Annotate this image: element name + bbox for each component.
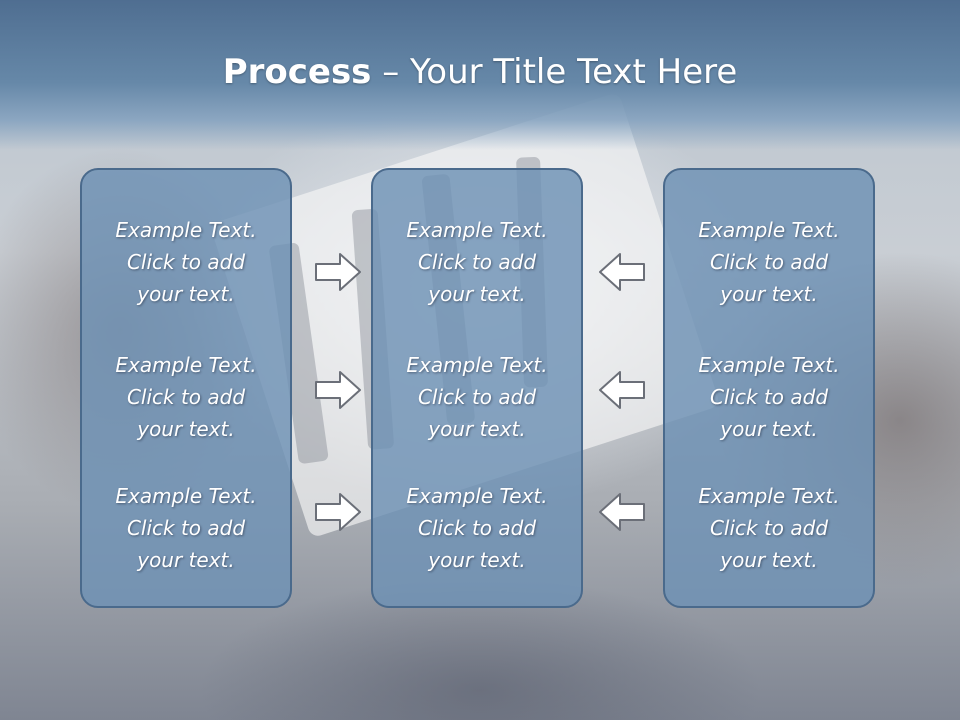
text-line: Click to add	[709, 385, 829, 409]
text-line: Example Text.	[698, 484, 840, 508]
arrow-right-icon	[315, 253, 361, 291]
text-line: Click to add	[417, 250, 537, 274]
text-line: Example Text.	[406, 353, 548, 377]
arrow-right-icon	[315, 371, 361, 409]
text-line: Click to add	[126, 250, 246, 274]
text-item[interactable]: Example Text. Click to add your text.	[665, 480, 873, 576]
text-line: Click to add	[126, 385, 246, 409]
text-line: your text.	[428, 417, 526, 441]
arrow-left-icon	[599, 371, 645, 409]
text-line: your text.	[137, 548, 235, 572]
arrow-right-icon	[315, 493, 361, 531]
title-rest: – Your Title Text Here	[371, 52, 738, 92]
text-line: Example Text.	[698, 218, 840, 242]
text-line: Click to add	[417, 385, 537, 409]
title-band	[0, 0, 960, 150]
slide-title[interactable]: Process – Your Title Text Here	[0, 52, 960, 92]
text-line: your text.	[428, 548, 526, 572]
text-item[interactable]: Example Text. Click to add your text.	[82, 349, 290, 445]
text-line: Click to add	[709, 250, 829, 274]
text-item[interactable]: Example Text. Click to add your text.	[665, 349, 873, 445]
text-line: Example Text.	[115, 484, 257, 508]
text-line: your text.	[720, 282, 818, 306]
process-box-left[interactable]: Example Text. Click to add your text. Ex…	[80, 168, 292, 608]
text-line: Click to add	[417, 516, 537, 540]
process-box-center[interactable]: Example Text. Click to add your text. Ex…	[371, 168, 583, 608]
text-item[interactable]: Example Text. Click to add your text.	[373, 480, 581, 576]
text-line: your text.	[720, 548, 818, 572]
text-item[interactable]: Example Text. Click to add your text.	[82, 480, 290, 576]
text-line: Click to add	[709, 516, 829, 540]
text-line: Example Text.	[406, 484, 548, 508]
text-item[interactable]: Example Text. Click to add your text.	[373, 349, 581, 445]
text-item[interactable]: Example Text. Click to add your text.	[373, 214, 581, 310]
process-box-right[interactable]: Example Text. Click to add your text. Ex…	[663, 168, 875, 608]
text-item[interactable]: Example Text. Click to add your text.	[665, 214, 873, 310]
text-line: Click to add	[126, 516, 246, 540]
text-line: your text.	[137, 282, 235, 306]
title-bold: Process	[222, 52, 372, 92]
arrow-left-icon	[599, 493, 645, 531]
text-line: Example Text.	[115, 218, 257, 242]
text-line: Example Text.	[115, 353, 257, 377]
text-line: your text.	[428, 282, 526, 306]
arrow-left-icon	[599, 253, 645, 291]
text-line: Example Text.	[406, 218, 548, 242]
text-item[interactable]: Example Text. Click to add your text.	[82, 214, 290, 310]
text-line: your text.	[137, 417, 235, 441]
text-line: your text.	[720, 417, 818, 441]
text-line: Example Text.	[698, 353, 840, 377]
